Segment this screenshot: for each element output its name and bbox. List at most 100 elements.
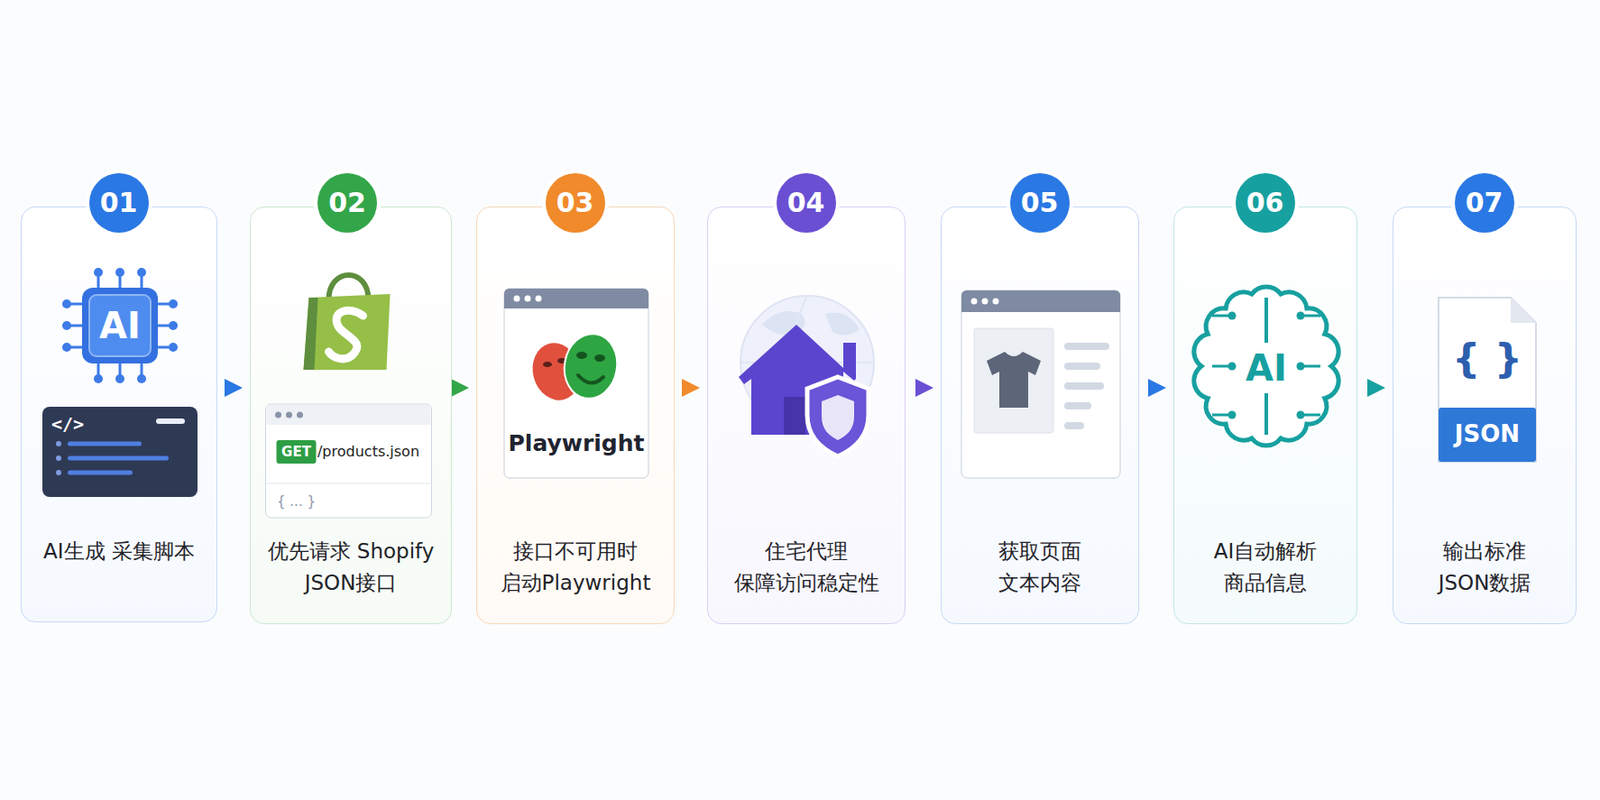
step-card: 04住宅代理 保障访问稳定性 (707, 206, 906, 625)
mask-eye (542, 361, 552, 368)
panel-divider (266, 483, 432, 485)
flow-arrow (1141, 385, 1165, 392)
shield (807, 377, 869, 457)
image-box (974, 328, 1054, 433)
brain-divide (1264, 297, 1269, 343)
chip-text: AI (99, 305, 141, 346)
file-band (1438, 407, 1536, 462)
code-dot (55, 469, 62, 476)
http-method: GET (281, 444, 312, 460)
step-card: 07输出标准 JSON数据{ }JSON (1392, 206, 1577, 625)
brain-text: AI (1245, 348, 1288, 388)
json-placeholder: { ... } (276, 494, 316, 510)
shirt (986, 351, 1041, 408)
step-label: AI生成 采集脚本 (43, 535, 195, 568)
chip-pin-dot (115, 374, 125, 384)
window-dot (993, 298, 1000, 305)
window-dot (524, 295, 532, 303)
text-line (1064, 422, 1085, 430)
house-door (783, 396, 806, 435)
circuit-node (1296, 312, 1306, 321)
window-dot (535, 295, 543, 303)
step-card: 03接口不可用时 启动PlaywrightPlaywright (476, 206, 675, 625)
brain-divide (1264, 393, 1269, 435)
chip-pin-dot (115, 267, 125, 277)
globe-land (762, 311, 860, 336)
text-line (1064, 402, 1092, 410)
chip-core (89, 294, 151, 357)
json-braces: { } (1452, 337, 1523, 381)
chip-pin-dot (168, 321, 178, 331)
proxy-icon (738, 295, 874, 457)
step-number: 02 (317, 173, 378, 233)
step-label: 输出标准 JSON数据 (1407, 535, 1562, 599)
code-bar (156, 418, 185, 424)
step-number: 04 (776, 173, 837, 233)
theatre-masks (526, 330, 623, 406)
window-frame (504, 288, 649, 479)
panel-dot (296, 412, 304, 419)
mask-eye (594, 354, 606, 362)
circuit-node (1228, 362, 1237, 371)
bag-s-mark (329, 310, 364, 359)
flow-arrow (1360, 385, 1384, 392)
code-line (67, 456, 169, 461)
step-number: 05 (1010, 173, 1070, 233)
file-fold (1510, 297, 1536, 323)
code-line (67, 470, 133, 476)
code-symbol: </> (51, 413, 84, 434)
brain-outline (1194, 286, 1339, 446)
step-label: 获取页面 文本内容 (963, 535, 1117, 599)
chip-pin-dot (137, 267, 147, 277)
flow-arrow (454, 385, 468, 392)
step-card: 01AI生成 采集脚本AI</> (20, 206, 218, 623)
chip-icon (62, 267, 178, 384)
step-number: 01 (89, 173, 149, 233)
code-window (42, 406, 198, 497)
flow-arrow (220, 385, 241, 392)
window-bar (961, 290, 1121, 313)
chip-body (82, 287, 158, 364)
window-bar (504, 288, 649, 309)
code-dot (55, 441, 62, 447)
circuit-node (1228, 411, 1237, 420)
mask-eye (576, 351, 588, 359)
circuit-node (1296, 362, 1306, 371)
flow-arrow (677, 385, 699, 392)
file-type: JSON (1454, 421, 1520, 448)
shield-inner (821, 395, 855, 441)
window-dot (514, 295, 521, 303)
step-label: 住宅代理 保障访问稳定性 (725, 535, 888, 599)
text-line (1064, 362, 1101, 370)
panel-frame (266, 404, 433, 518)
window-frame (961, 290, 1121, 479)
step-card: 05获取页面 文本内容 (940, 206, 1140, 625)
page-window (961, 290, 1121, 479)
code-line (67, 441, 142, 447)
mask-smile (578, 375, 604, 384)
chip-pin-dot (168, 342, 178, 352)
step-label: AI自动解析 商品信息 (1188, 535, 1343, 599)
step-label: 接口不可用时 启动Playwright (494, 535, 657, 599)
panel-dot (275, 412, 282, 419)
chip-pin-dot (168, 299, 178, 309)
text-line (1064, 382, 1104, 390)
step-label: 优先请求 Shopify JSON接口 (260, 535, 442, 599)
green-mask (559, 330, 623, 404)
file-page (1438, 297, 1536, 462)
panel-dot (285, 412, 293, 419)
bag-body (303, 294, 391, 370)
window-dot (982, 298, 989, 305)
text-line (1064, 342, 1110, 350)
browser-window (504, 288, 649, 479)
window-dot (971, 298, 978, 305)
request-panel (266, 404, 433, 518)
step-number: 07 (1454, 173, 1515, 233)
code-window-frame (42, 406, 198, 497)
circuit-node (1296, 411, 1306, 420)
circuit-node (1228, 312, 1237, 321)
endpoint-path: /products.json (317, 443, 420, 460)
step-number: 03 (545, 173, 606, 233)
